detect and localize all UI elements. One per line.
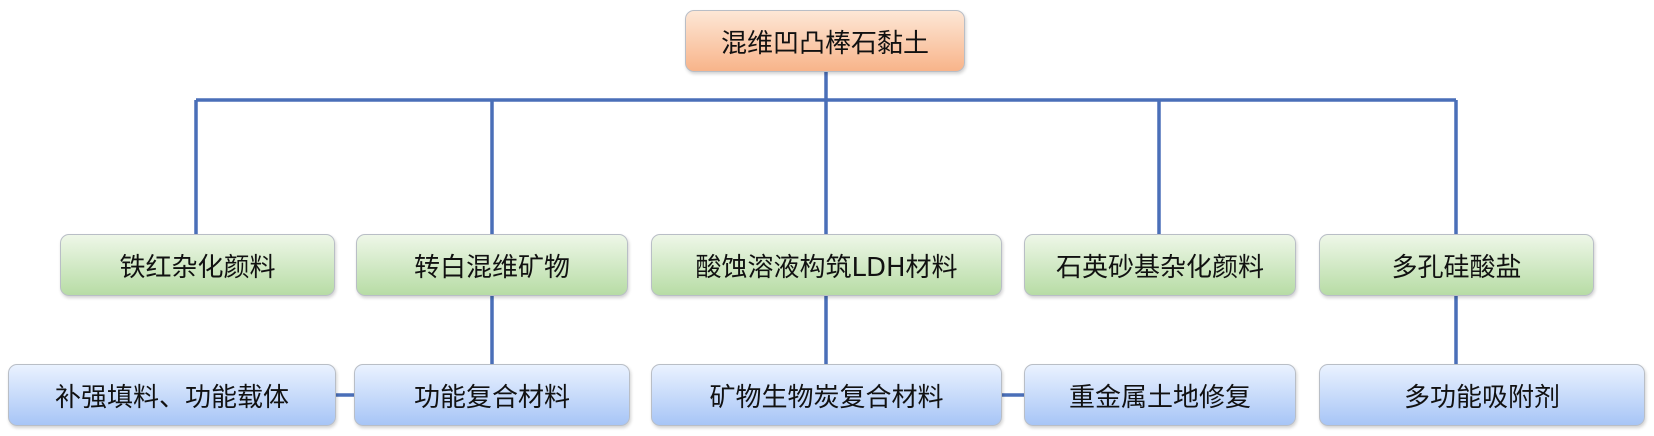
level1-node-3: 酸蚀溶液构筑LDH材料 bbox=[651, 234, 1002, 296]
level1-node-label: 酸蚀溶液构筑LDH材料 bbox=[695, 252, 958, 283]
level2-node-label: 多功能吸附剂 bbox=[1403, 382, 1560, 413]
level1-node-label: 石英砂基杂化颜料 bbox=[1055, 252, 1264, 283]
level1-node-1: 铁红杂化颜料 bbox=[60, 234, 335, 296]
level2-node-label: 重金属土地修复 bbox=[1068, 382, 1251, 413]
root-node-label: 混维凹凸棒石黏土 bbox=[720, 28, 929, 59]
level2-node-label: 功能复合材料 bbox=[413, 382, 570, 413]
level2-node-label: 矿物生物炭复合材料 bbox=[709, 382, 944, 413]
level2-node-1: 补强填料、功能载体 bbox=[8, 364, 336, 426]
level2-node-4: 重金属土地修复 bbox=[1024, 364, 1296, 426]
level1-node-4: 石英砂基杂化颜料 bbox=[1024, 234, 1296, 296]
level1-node-label: 多孔硅酸盐 bbox=[1391, 252, 1522, 283]
root-node: 混维凹凸棒石黏土 bbox=[685, 10, 965, 72]
level1-node-label: 铁红杂化颜料 bbox=[119, 252, 276, 283]
level2-node-2: 功能复合材料 bbox=[354, 364, 630, 426]
level2-node-3: 矿物生物炭复合材料 bbox=[651, 364, 1002, 426]
level2-node-label: 补强填料、功能载体 bbox=[54, 382, 289, 413]
level1-node-label: 转白混维矿物 bbox=[413, 252, 570, 283]
level2-node-5: 多功能吸附剂 bbox=[1319, 364, 1645, 426]
level1-node-5: 多孔硅酸盐 bbox=[1319, 234, 1594, 296]
level1-node-2: 转白混维矿物 bbox=[356, 234, 628, 296]
